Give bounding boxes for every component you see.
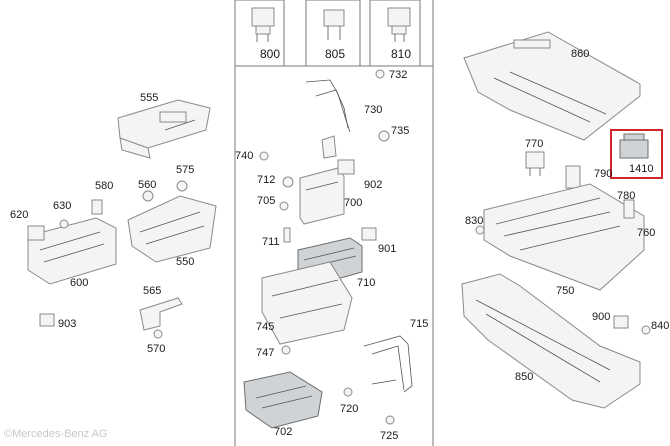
bracket-715-drawing [343,335,413,425]
bracket-730-drawing [259,69,390,161]
label-570[interactable]: 570 [147,343,166,355]
label-901[interactable]: 901 [378,243,397,255]
carrier-850-drawing [461,273,651,409]
label-900[interactable]: 900 [592,311,611,323]
label-800[interactable]: 800 [260,47,281,61]
label-830[interactable]: 830 [465,215,484,227]
label-750[interactable]: 750 [556,285,575,297]
cover-702-drawing [243,371,323,429]
box-555-drawing [117,99,211,159]
label-725[interactable]: 725 [380,430,399,442]
label-805[interactable]: 805 [325,47,346,61]
label-700[interactable]: 700 [344,197,363,209]
label-903[interactable]: 903 [58,318,77,330]
relay-810-drawing [387,7,411,42]
label-720[interactable]: 720 [340,403,359,415]
label-555[interactable]: 555 [140,92,159,104]
relay-1410-drawing [619,133,649,159]
label-550[interactable]: 550 [176,256,195,268]
label-620[interactable]: 620 [10,209,29,221]
label-810[interactable]: 810 [391,47,412,61]
module-700-drawing [279,159,355,243]
label-902[interactable]: 902 [364,179,383,191]
label-780[interactable]: 780 [617,190,636,202]
label-705[interactable]: 705 [257,195,276,207]
tray-745-drawing [261,261,353,355]
watermark-text: ©Mercedes-Benz AG [4,428,108,440]
label-850[interactable]: 850 [515,371,534,383]
label-575[interactable]: 575 [176,164,195,176]
cover-550-drawing [127,180,217,263]
label-630[interactable]: 630 [53,200,72,212]
label-732[interactable]: 732 [389,69,408,81]
label-730[interactable]: 730 [364,104,383,116]
label-712[interactable]: 712 [257,174,276,186]
header-boxes [234,0,434,446]
label-770[interactable]: 770 [525,138,544,150]
highlight-box-1410 [610,129,663,179]
label-745[interactable]: 745 [256,321,275,333]
label-560[interactable]: 560 [138,179,157,191]
label-860[interactable]: 860 [571,48,590,60]
relay-770-drawing [525,151,581,189]
relay-800-drawing [251,7,275,42]
label-711[interactable]: 711 [262,236,280,248]
label-1410[interactable]: 1410 [629,163,654,175]
label-565[interactable]: 565 [143,285,162,297]
label-735[interactable]: 735 [391,125,410,137]
label-840[interactable]: 840 [651,320,670,332]
label-600[interactable]: 600 [70,277,89,289]
fuse-box-600-drawing [27,199,117,285]
label-760[interactable]: 760 [637,227,656,239]
label-790[interactable]: 790 [594,168,613,180]
label-702[interactable]: 702 [274,426,293,438]
cover-860-drawing [463,31,641,141]
bracket-565-drawing [39,297,183,339]
label-580[interactable]: 580 [95,180,114,192]
fuse-box-750-drawing [475,183,645,291]
label-740[interactable]: 740 [235,150,254,162]
label-710[interactable]: 710 [357,277,376,289]
fuse-805-drawing [323,9,345,40]
label-747[interactable]: 747 [256,347,275,359]
label-715[interactable]: 715 [410,318,429,330]
